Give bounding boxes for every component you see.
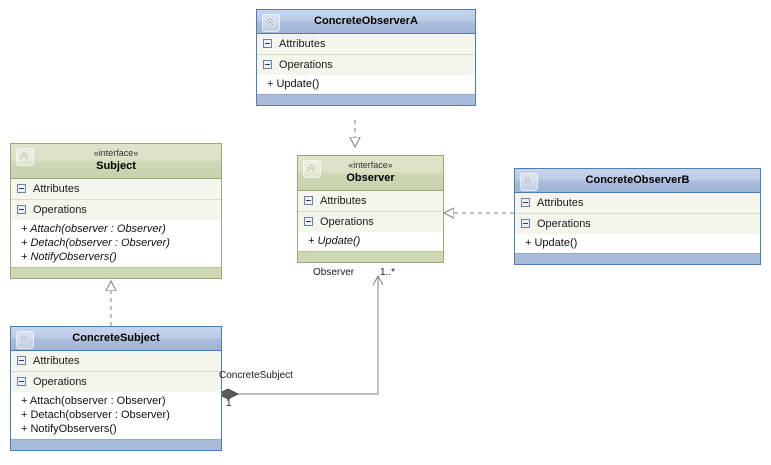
- section-operations[interactable]: Operations: [11, 372, 221, 392]
- class-footer: [11, 267, 221, 278]
- edge-label-observer-multiplicity: 1..*: [380, 267, 396, 278]
- section-attributes[interactable]: Attributes: [298, 191, 443, 212]
- section-label: Attributes: [320, 195, 367, 207]
- collapse-toggle-icon[interactable]: [521, 198, 530, 207]
- class-name: ConcreteObserverA: [314, 15, 418, 27]
- class-header-concreteobservera: ConcreteObserverA: [257, 10, 475, 34]
- class-chevron-icon: [16, 331, 34, 349]
- operation-list: + Update(): [515, 234, 760, 253]
- operation-list: + Update(): [298, 232, 443, 251]
- section-attributes[interactable]: Attributes: [257, 34, 475, 55]
- class-stereotype: «interface»: [348, 160, 393, 170]
- section-label: Operations: [33, 376, 87, 388]
- class-footer: [11, 439, 221, 450]
- class-box-concreteobservera[interactable]: ConcreteObserverA Attributes Operations …: [256, 9, 476, 106]
- section-label: Operations: [33, 204, 87, 216]
- class-chevron-icon: [520, 173, 538, 191]
- operation-item: + Detach(observer : Observer): [21, 237, 170, 249]
- collapse-toggle-icon[interactable]: [17, 356, 26, 365]
- operation-item: + Detach(observer : Observer): [21, 409, 170, 421]
- section-label: Operations: [320, 216, 374, 228]
- section-label: Attributes: [33, 355, 80, 367]
- class-header-observer: «interface» Observer: [298, 156, 443, 191]
- section-label: Attributes: [537, 197, 584, 209]
- collapse-toggle-icon[interactable]: [17, 184, 26, 193]
- section-attributes[interactable]: Attributes: [11, 351, 221, 372]
- section-operations[interactable]: Operations: [11, 200, 221, 220]
- class-name: ConcreteSubject: [72, 332, 160, 344]
- collapse-toggle-icon[interactable]: [304, 217, 313, 226]
- collapse-toggle-icon[interactable]: [17, 205, 26, 214]
- section-attributes[interactable]: Attributes: [515, 193, 760, 214]
- collapse-toggle-icon[interactable]: [263, 39, 272, 48]
- section-operations[interactable]: Operations: [257, 55, 475, 75]
- class-name: Observer: [346, 172, 395, 184]
- section-label: Attributes: [279, 38, 326, 50]
- edge-label-concretesubject-role: ConcreteSubject: [219, 370, 293, 381]
- class-footer: [257, 94, 475, 105]
- section-label: Operations: [537, 218, 591, 230]
- class-box-concretesubject[interactable]: ConcreteSubject Attributes Operations + …: [10, 326, 222, 451]
- class-box-subject[interactable]: «interface» Subject Attributes Operation…: [10, 143, 222, 279]
- edge-label-concretesubject-multiplicity: 1: [226, 398, 232, 409]
- class-chevron-icon: [16, 148, 34, 166]
- class-name: ConcreteObserverB: [585, 174, 690, 186]
- class-footer: [515, 253, 760, 264]
- collapse-toggle-icon[interactable]: [263, 60, 272, 69]
- collapse-toggle-icon[interactable]: [17, 377, 26, 386]
- operation-list: + Update(): [257, 75, 475, 94]
- operation-item: + Update(): [267, 78, 320, 90]
- section-operations[interactable]: Operations: [515, 214, 760, 234]
- class-header-subject: «interface» Subject: [11, 144, 221, 179]
- operation-item: + NotifyObservers(): [21, 251, 117, 263]
- class-box-concreteobserverb[interactable]: ConcreteObserverB Attributes Operations …: [514, 168, 761, 265]
- operation-item: + Update(): [308, 235, 361, 247]
- class-box-observer[interactable]: «interface» Observer Attributes Operatio…: [297, 155, 444, 263]
- operation-item: + Attach(observer : Observer): [21, 223, 166, 235]
- class-chevron-icon: [262, 14, 280, 32]
- class-name: Subject: [96, 160, 136, 172]
- collapse-toggle-icon[interactable]: [304, 196, 313, 205]
- class-stereotype: «interface»: [93, 148, 139, 158]
- section-label: Attributes: [33, 183, 80, 195]
- section-attributes[interactable]: Attributes: [11, 179, 221, 200]
- operation-item: + NotifyObservers(): [21, 423, 117, 435]
- class-chevron-icon: [303, 160, 321, 178]
- operation-list: + Attach(observer : Observer) + Detach(o…: [11, 220, 221, 267]
- section-label: Operations: [279, 59, 333, 71]
- operation-item: + Update(): [525, 237, 578, 249]
- class-header-concretesubject: ConcreteSubject: [11, 327, 221, 351]
- collapse-toggle-icon[interactable]: [521, 219, 530, 228]
- edge-label-observer-role: Observer: [313, 267, 355, 278]
- operation-list: + Attach(observer : Observer) + Detach(o…: [11, 392, 221, 439]
- class-footer: [298, 251, 443, 262]
- section-operations[interactable]: Operations: [298, 212, 443, 232]
- operation-item: + Attach(observer : Observer): [21, 395, 166, 407]
- class-header-concreteobserverb: ConcreteObserverB: [515, 169, 760, 193]
